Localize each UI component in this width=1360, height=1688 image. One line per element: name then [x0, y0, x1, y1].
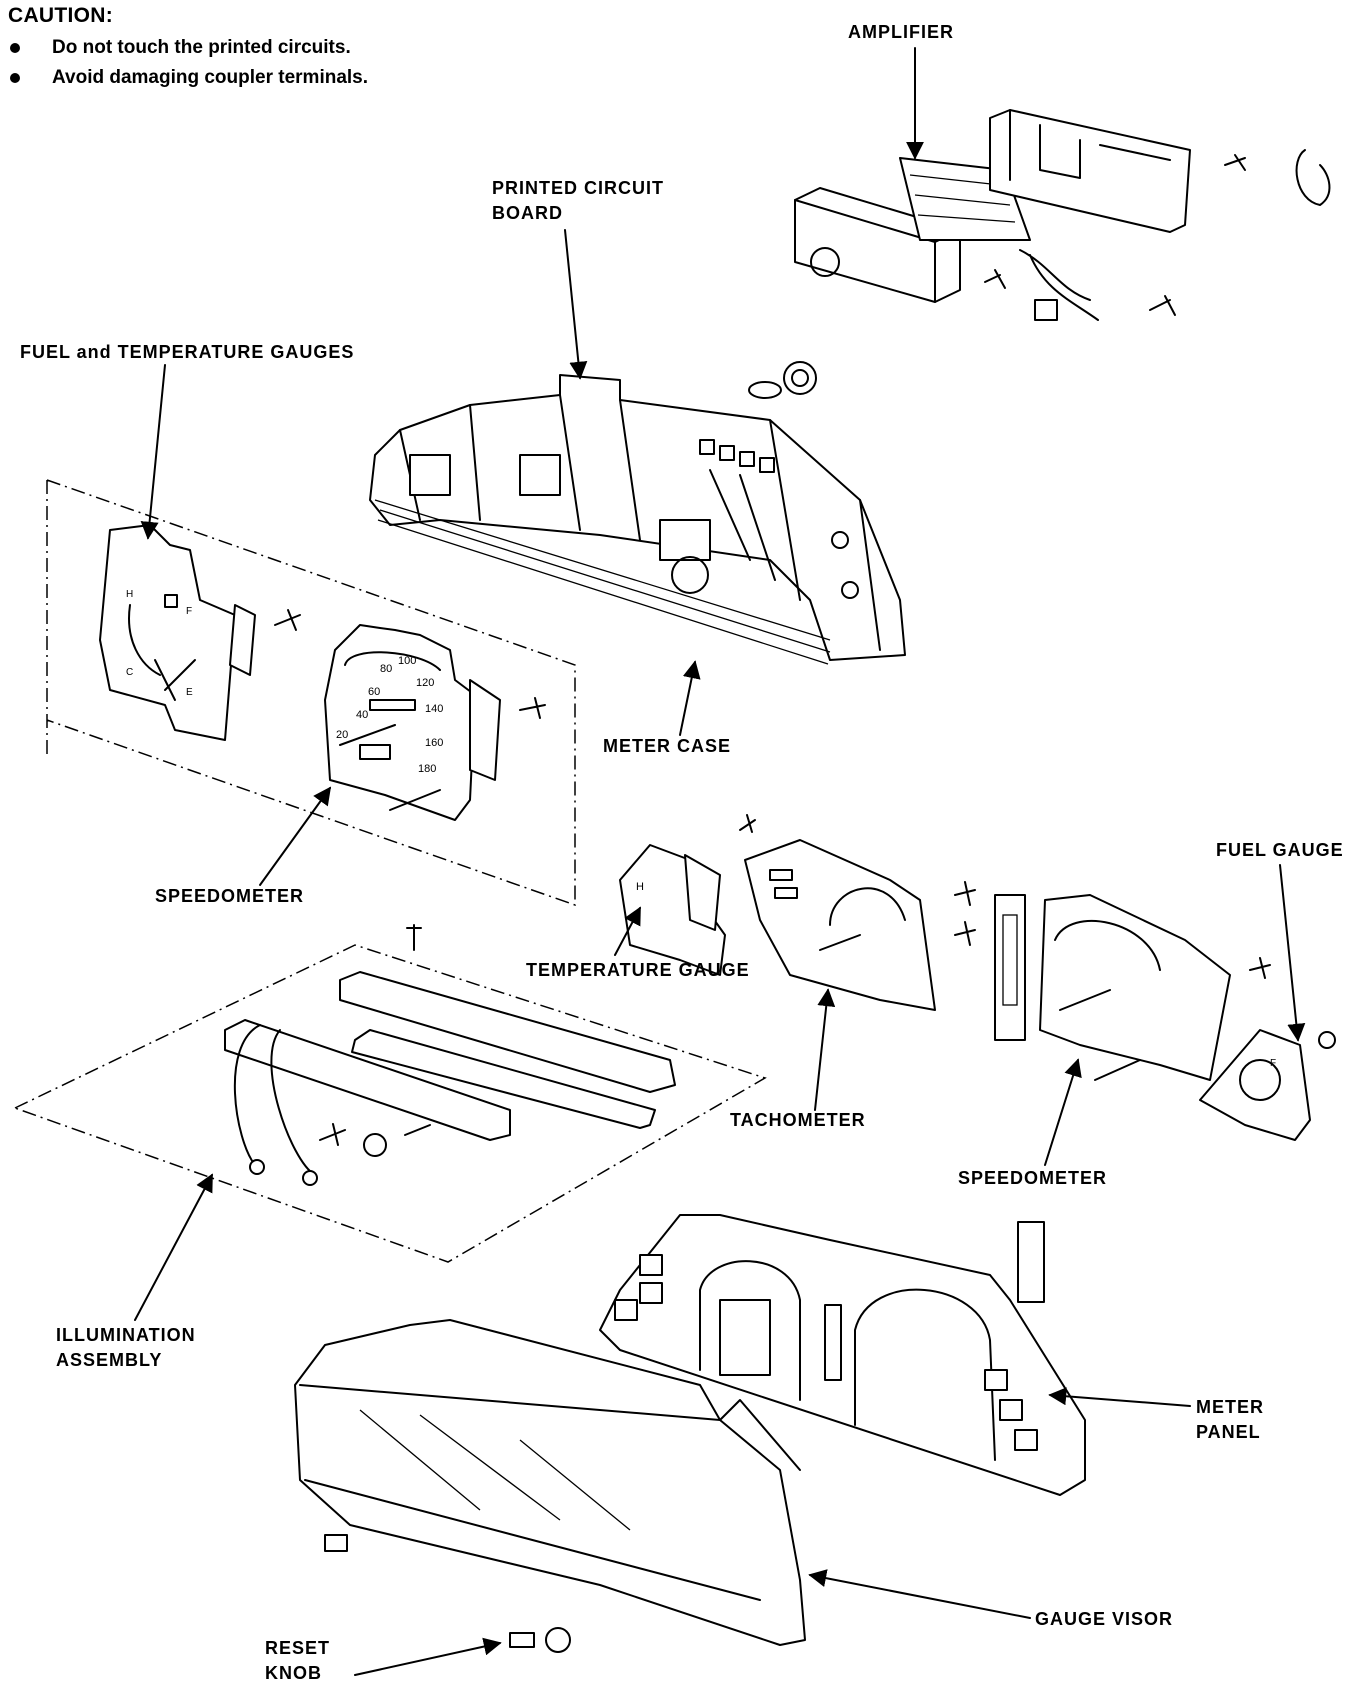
temperature-gauge-leader [614, 906, 641, 956]
label-speedometer-left: SPEEDOMETER [155, 886, 305, 906]
caution-item-text: Avoid damaging coupler terminals. [52, 67, 369, 88]
gauge-letter: F [186, 606, 192, 617]
printed-circuit-board-leader [564, 229, 588, 380]
gauge-visor-leader [808, 1569, 1031, 1619]
speedometer-right-leader [1044, 1058, 1082, 1166]
label-amplifier: AMPLIFIER [848, 22, 954, 42]
meter-panel-leader [1048, 1387, 1191, 1407]
label-fuel-gauge: FUEL GAUGE [1216, 840, 1344, 860]
dashed-group-outline [46, 479, 576, 907]
caution-item-text: Do not touch the printed circuits. [52, 37, 351, 58]
illumination-assembly-part [224, 924, 676, 1186]
caution-title: CAUTION: [8, 4, 114, 27]
speedometer-left-leader [259, 786, 332, 886]
meter-case-leader [679, 660, 701, 736]
temperature-hot-letter: H [636, 881, 644, 893]
fuel-temp-gauges-leader [140, 364, 166, 540]
reset-knob-leader [354, 1637, 502, 1676]
dial-number: 80 [380, 663, 392, 675]
label-speedometer-right: SPEEDOMETER [958, 1168, 1108, 1188]
caution-item: Avoid damaging coupler terminals. [10, 63, 368, 93]
gauge-letter: E [186, 687, 193, 698]
fuel-gauge-leader [1279, 864, 1306, 1042]
label-meter-case: METER CASE [603, 736, 732, 756]
meter-panel-part [599, 1214, 1086, 1496]
bulb-socket-part [748, 361, 817, 399]
speedometer-dial-numbers: 20 40 60 80 100 120 140 160 180 [336, 655, 443, 775]
dial-number: 160 [425, 737, 443, 749]
speedometer-left-part [324, 624, 546, 821]
gauge-letter: C [126, 667, 133, 678]
label-temperature-gauge: TEMPERATURE GAUGE [526, 960, 750, 980]
illumination-assembly-leader [134, 1173, 213, 1321]
tachometer-leader [814, 988, 836, 1111]
dial-number: 60 [368, 686, 380, 698]
amplifier-part [794, 109, 1331, 321]
caution-item: Do not touch the printed circuits. [10, 33, 368, 63]
gauge-letter: H [126, 589, 133, 600]
fuel-and-temperature-gauges-part [99, 524, 301, 741]
tachometer-part [744, 839, 976, 1011]
label-gauge-visor: GAUGE VISOR [1035, 1609, 1174, 1629]
label-fuel-temp-gauges: FUEL and TEMPERATURE GAUGES [20, 342, 355, 362]
meter-case-part [369, 374, 906, 665]
illumination-dashed-outline [13, 944, 767, 1263]
fuel-temp-letters: H C F E F [126, 589, 1276, 1069]
label-illumination-assembly: ILLUMINATION ASSEMBLY [56, 1325, 196, 1370]
speedometer-right-part [994, 894, 1271, 1081]
label-tachometer: TACHOMETER [730, 1110, 866, 1130]
label-meter-panel: METER PANEL [1196, 1397, 1264, 1442]
dial-number: 40 [356, 709, 368, 721]
bullet-icon [10, 43, 20, 53]
dial-number: 120 [416, 677, 434, 689]
dial-number: 20 [336, 729, 348, 741]
bullet-icon [10, 73, 20, 83]
fuel-gauge-right-part [1199, 1029, 1336, 1141]
temperature-gauge-part: H [619, 814, 756, 976]
dial-number: 180 [418, 763, 436, 775]
gauge-visor-part [294, 1319, 806, 1653]
dial-number: 140 [425, 703, 443, 715]
label-reset-knob: RESET KNOB [265, 1638, 331, 1683]
caution-list: Do not touch the printed circuits. Avoid… [10, 33, 368, 93]
label-printed-circuit-board: PRINTED CIRCUIT BOARD [492, 178, 664, 223]
dial-number: 100 [398, 655, 416, 667]
gauge-letter: F [1270, 1058, 1276, 1069]
